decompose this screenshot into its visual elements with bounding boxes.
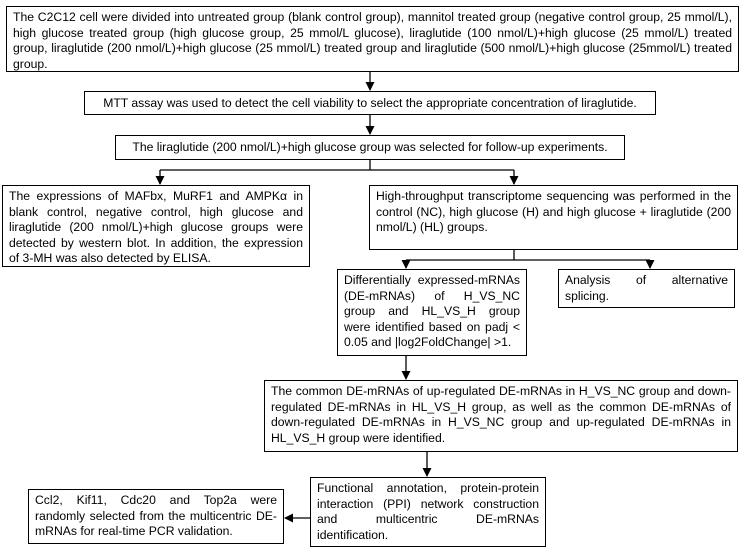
functional-box: Functional annotation, protein-protein i…: [310, 477, 546, 547]
mtt-box: MTT assay was used to detect the cell vi…: [84, 91, 656, 115]
splicing-box: Analysis of alternative splicing.: [558, 269, 735, 308]
selected-box: The liraglutide (200 nmol/L)+high glucos…: [115, 135, 625, 160]
de-mrnas-box: Differentially expressed-mRNAs (DE-mRNAs…: [337, 269, 527, 356]
common-box: The common DE-mRNAs of up-regulated DE-m…: [264, 380, 738, 452]
groups-box: The C2C12 cell were divided into untreat…: [6, 6, 739, 72]
pcr-box: Ccl2, Kif11, Cdc20 and Top2a were random…: [28, 489, 284, 544]
sequencing-box: High-throughput transcriptome sequencing…: [369, 185, 738, 250]
western-box: The expressions of MAFbx, MuRF1 and AMPK…: [2, 185, 310, 267]
